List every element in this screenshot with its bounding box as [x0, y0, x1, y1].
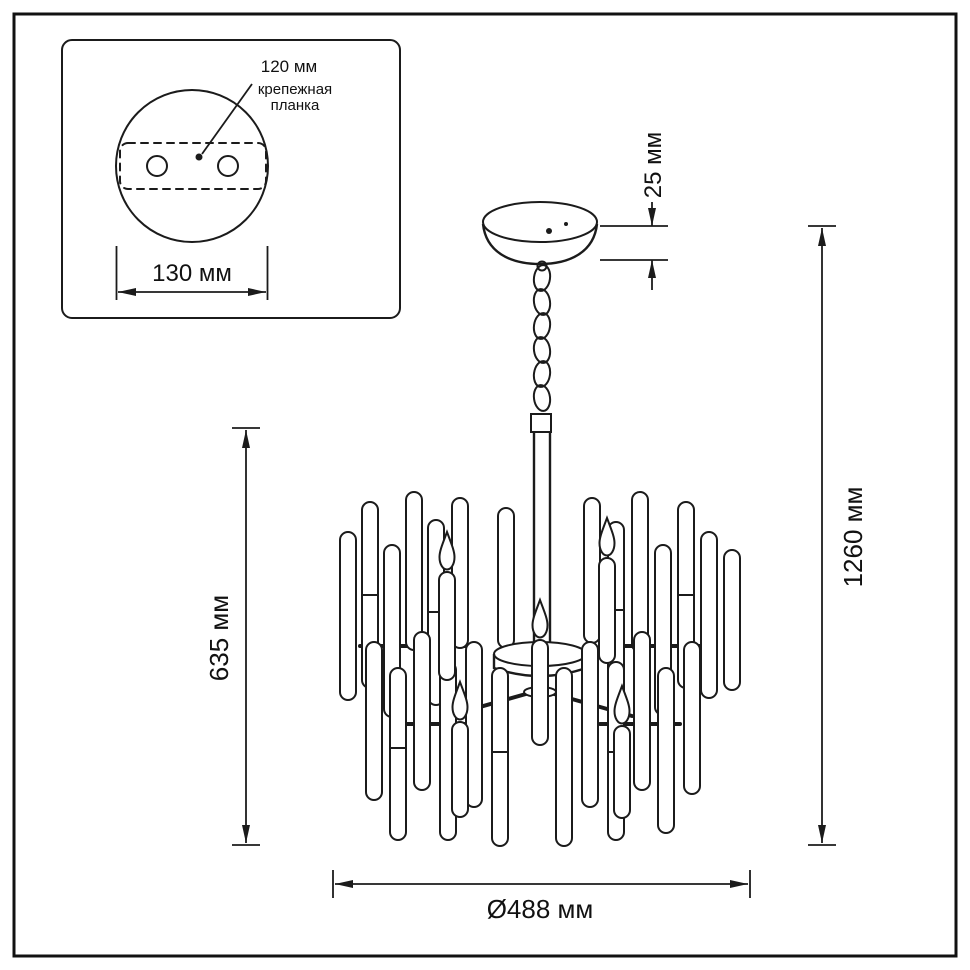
- candle-flame: [531, 597, 549, 639]
- tube: [631, 491, 649, 653]
- tube: [555, 667, 573, 847]
- dim-635-label: 635 мм: [204, 595, 234, 681]
- dim-25-label: 25 мм: [640, 132, 667, 198]
- tube: [583, 497, 601, 644]
- dim-488: Ø488 мм: [332, 870, 751, 924]
- dim-25: 25 мм: [600, 132, 668, 290]
- tube: [491, 667, 509, 847]
- bracket-label-line2: планка: [271, 97, 320, 114]
- suspension-chain: [532, 260, 552, 412]
- canopy-screw-dot: [564, 222, 568, 226]
- tube: [389, 667, 407, 841]
- canopy-bowl: [481, 223, 599, 266]
- chain-link: [532, 288, 552, 316]
- dim-130: 130 мм: [115, 246, 269, 300]
- candle-flame: [451, 679, 469, 721]
- tube: [405, 491, 423, 651]
- hole-spacing-reference-dot: [195, 153, 203, 161]
- candles: [438, 515, 631, 819]
- tube: [683, 641, 701, 795]
- tube: [581, 641, 599, 808]
- dim-130-label: 130 мм: [152, 260, 232, 287]
- chain-link: [532, 384, 552, 412]
- dim-1260-label: 1260 мм: [838, 487, 868, 588]
- mounting-plate-circle: [115, 89, 269, 243]
- candle-flame: [598, 515, 616, 557]
- candle-body: [438, 571, 456, 681]
- canopy-rim: [482, 201, 598, 243]
- chain-link: [532, 336, 552, 364]
- rod-collar: [530, 413, 552, 433]
- mounting-plate-inset: 120 мм крепежная планка 130 мм: [61, 39, 401, 319]
- canopy-screw-dot: [546, 228, 552, 234]
- mounting-hole-left: [146, 155, 168, 177]
- leader-line: [201, 83, 253, 155]
- tube: [413, 631, 431, 791]
- tube: [657, 667, 675, 834]
- tube: [339, 531, 357, 701]
- candle-flame: [613, 683, 631, 725]
- chandelier: [339, 201, 741, 847]
- inset-detail-box: [61, 39, 401, 319]
- tube: [365, 641, 383, 801]
- chain-link: [532, 360, 552, 388]
- candle-flame: [438, 529, 456, 571]
- bracket-label-line1: крепежная: [258, 81, 332, 98]
- tube: [633, 631, 651, 791]
- candle-body: [531, 639, 549, 746]
- ceiling-canopy: [481, 201, 599, 266]
- hole-spacing-label: 120 мм: [261, 57, 317, 76]
- candle-body: [451, 721, 469, 818]
- dim-488-label: Ø488 мм: [487, 894, 594, 924]
- candle-body: [598, 557, 616, 664]
- mounting-bracket-dashed-outline: [119, 142, 267, 190]
- dim-1260: 1260 мм: [808, 225, 868, 846]
- chain-link: [532, 264, 552, 292]
- tube-ring-lower: [365, 631, 701, 847]
- tube: [700, 531, 718, 699]
- dim-635: 635 мм: [204, 427, 260, 846]
- chain-link: [532, 312, 552, 340]
- frame-border: [12, 12, 958, 958]
- mounting-hole-right: [217, 155, 239, 177]
- tube: [497, 507, 515, 649]
- candle-body: [613, 725, 631, 819]
- tube: [723, 549, 741, 691]
